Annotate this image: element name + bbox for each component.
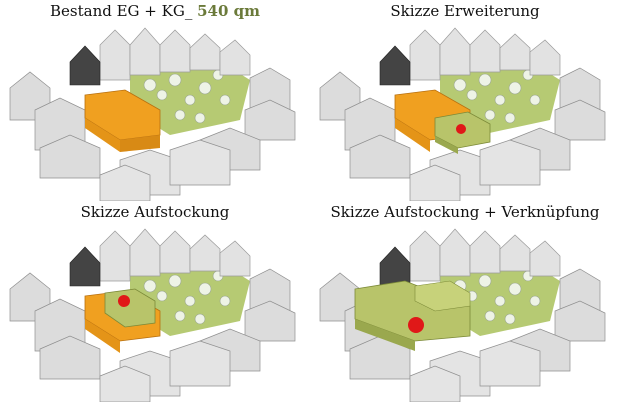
marker-dot [408,317,424,333]
panel-title: Bestand EG + KG_ 540 qm [50,2,260,20]
panel-title: Skizze Aufstockung + Verknüpfung [330,203,600,221]
marker-dot [118,295,130,307]
panel-bestand: Bestand EG + KG_ 540 qm [0,0,310,201]
panel-erweiterung: Skizze Erweiterung [310,0,620,201]
panel-title-accent: 540 qm [197,2,260,20]
new-building-topfloor [104,288,156,328]
panel-verknuepfung-model [319,228,606,402]
new-building-large [354,280,471,351]
panel-aufstockung-model [9,228,296,402]
existing-building [84,89,161,152]
panel-bestand-model [9,27,296,201]
marker-dot [456,124,466,134]
panel-erweiterung-model [319,27,606,201]
panel-aufstockung: Skizze Aufstockung [0,201,310,402]
panel-title: Skizze Erweiterung [390,2,540,20]
panel-title: Skizze Aufstockung [80,203,230,221]
panel-verknuepfung: Skizze Aufstockung + Verknüpfung [310,201,620,402]
